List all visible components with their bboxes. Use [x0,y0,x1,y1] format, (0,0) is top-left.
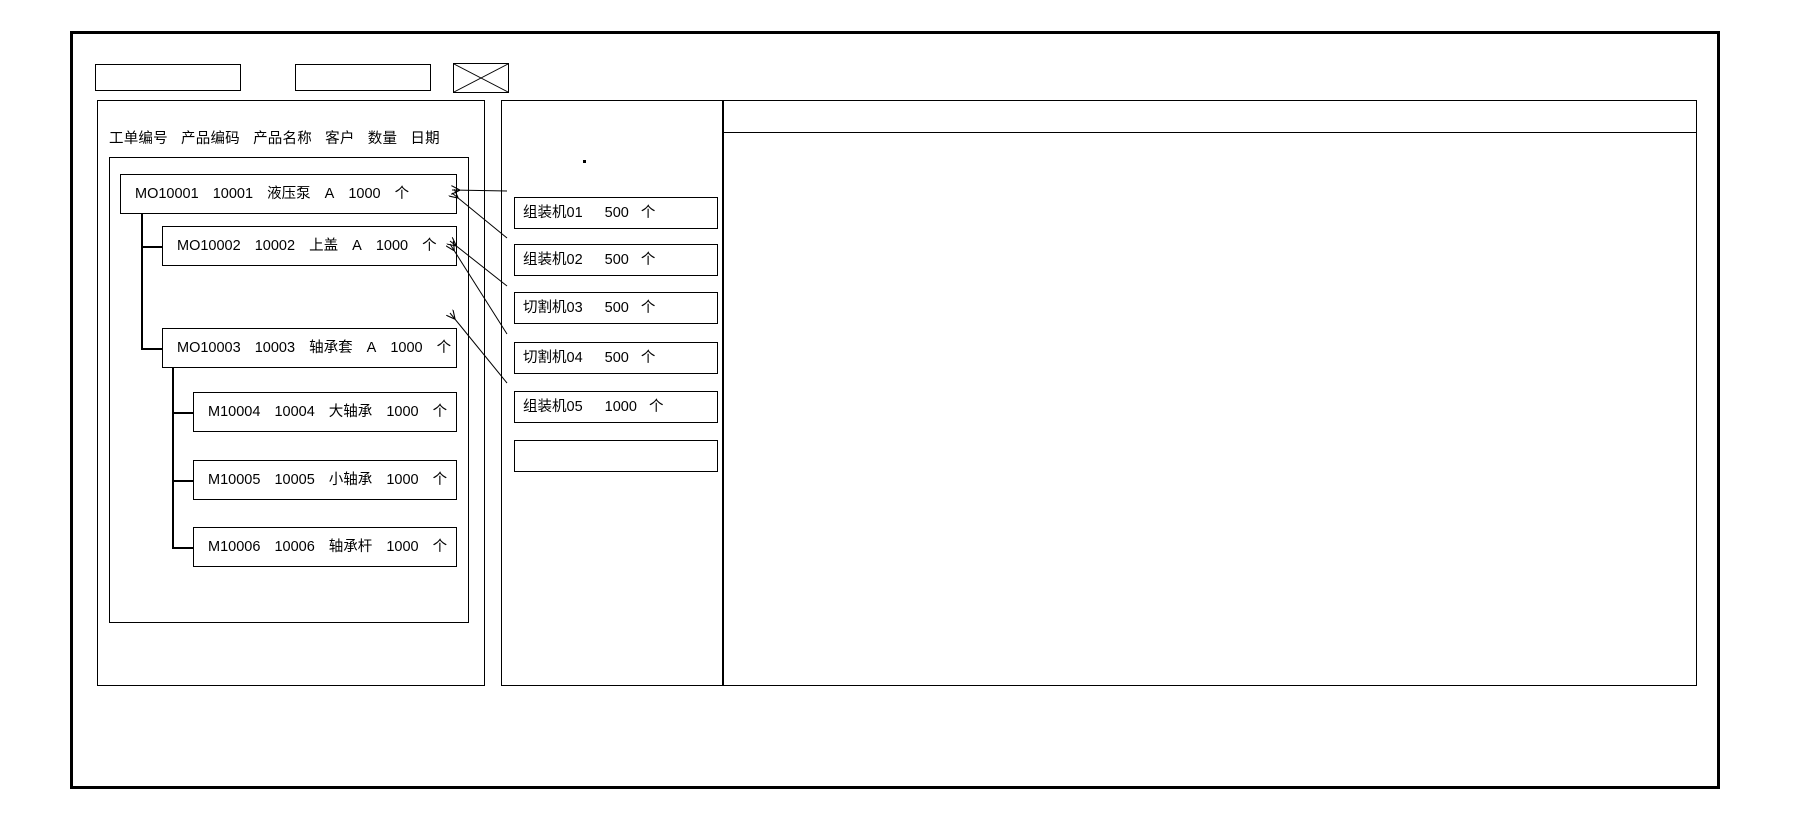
machine-task-card[interactable]: 切割机04 500 个 [514,342,718,374]
tree-connector-trunk-level2 [172,365,174,548]
task-machine-name: 切割机04 [523,350,583,366]
cell-qty: 1000 [348,186,381,202]
task-machine-name: 组装机01 [523,205,583,221]
machine-task-card[interactable]: 组装机02 500 个 [514,244,718,276]
cell-product-code: 10004 [274,404,315,420]
cell-product-code: 10001 [212,186,254,202]
work-order-column-headers: 工单编号 产品编码 产品名称 客户 数量 日期 [109,127,469,148]
column-header-product-code: 产品编码 [181,131,240,147]
cell-qty: 1000 [386,404,419,420]
cell-unit: 个 [422,238,437,254]
toolbar-field-2[interactable] [295,64,431,91]
cell-qty: 1000 [390,340,423,356]
column-header-date: 日期 [410,131,440,147]
work-order-row[interactable]: MO10003 10003 轴承套 A 1000 个 [162,328,457,368]
cell-customer: A [324,186,335,202]
cell-order-no: M10006 [208,539,261,555]
column-header-customer: 客户 [325,131,355,147]
cell-product-name: 小轴承 [328,472,373,488]
task-quantity: 1000 [604,399,637,415]
cell-order-no: MO10003 [177,340,241,356]
task-unit: 个 [640,205,656,221]
cell-customer: A [352,238,362,254]
cell-order-no: M10005 [208,472,261,488]
cell-order-no: M10004 [208,404,261,420]
cell-order-no: MO10002 [177,238,241,254]
panel-marker-dot [583,160,586,163]
cell-product-name: 上盖 [309,238,339,254]
machine-task-card[interactable]: 组装机01 500 个 [514,197,718,229]
detail-panel [723,100,1697,686]
tree-connector-branch-row2 [141,246,162,248]
detail-panel-header [724,101,1696,133]
work-order-row[interactable]: M10004 10004 大轴承 1000 个 [193,392,457,432]
work-order-row[interactable]: M10005 10005 小轴承 1000 个 [193,460,457,500]
task-quantity: 500 [604,300,629,316]
work-order-panel: 工单编号 产品编码 产品名称 客户 数量 日期 MO10001 10001 液压… [97,100,485,686]
task-quantity: 500 [604,252,629,268]
toolbar [95,63,1695,98]
cell-unit: 个 [436,340,452,356]
task-unit: 个 [648,399,664,415]
tree-connector-branch-row6 [172,547,193,549]
work-order-row[interactable]: M10006 10006 轴承杆 1000 个 [193,527,457,567]
cell-qty: 1000 [386,539,419,555]
cell-qty: 1000 [375,238,409,254]
cell-product-code: 10006 [274,539,315,555]
tree-connector-branch-row4 [172,412,193,414]
toolbar-field-1[interactable] [95,64,241,91]
cell-product-name: 大轴承 [328,404,373,420]
work-order-tree-container[interactable]: MO10001 10001 液压泵 A 1000 个 MO10002 10002… [109,157,469,623]
work-order-row[interactable]: MO10002 10002 上盖 A 1000 个 [162,226,457,266]
tree-connector-branch-row5 [172,480,193,482]
cell-product-code: 10005 [274,472,315,488]
cell-product-name: 液压泵 [267,186,311,202]
cell-unit: 个 [432,472,448,488]
column-header-order-no: 工单编号 [109,131,168,147]
task-quantity: 500 [604,350,629,366]
work-order-row[interactable]: MO10001 10001 液压泵 A 1000 个 [120,174,457,214]
task-unit: 个 [640,252,656,268]
task-quantity: 500 [604,205,629,221]
cell-product-code: 10003 [254,340,296,356]
cell-customer: A [366,340,377,356]
task-unit: 个 [640,300,656,316]
cell-product-name: 轴承杆 [328,539,373,555]
machine-task-card-empty[interactable] [514,440,718,472]
task-unit: 个 [640,350,656,366]
cell-qty: 1000 [386,472,419,488]
tree-connector-branch-row3 [141,348,162,350]
machine-task-card[interactable]: 组装机05 1000 个 [514,391,718,423]
image-placeholder-icon[interactable] [453,63,509,93]
cell-product-name: 轴承套 [309,340,353,356]
machine-task-panel: 组装机01 500 个 组装机02 500 个 切割机03 500 个 切割机0… [501,100,723,686]
column-header-product-name: 产品名称 [253,131,312,147]
task-machine-name: 切割机03 [523,300,583,316]
task-machine-name: 组装机05 [523,399,583,415]
cell-unit: 个 [394,186,410,202]
cell-unit: 个 [432,539,448,555]
machine-task-card[interactable]: 切割机03 500 个 [514,292,718,324]
tree-connector-trunk-level1 [141,197,143,349]
cell-order-no: MO10001 [135,186,199,202]
column-header-qty: 数量 [367,131,398,147]
task-machine-name: 组装机02 [523,252,583,268]
cell-product-code: 10002 [254,238,296,254]
cell-unit: 个 [432,404,448,420]
application-window: 工单编号 产品编码 产品名称 客户 数量 日期 MO10001 10001 液压… [70,31,1720,789]
